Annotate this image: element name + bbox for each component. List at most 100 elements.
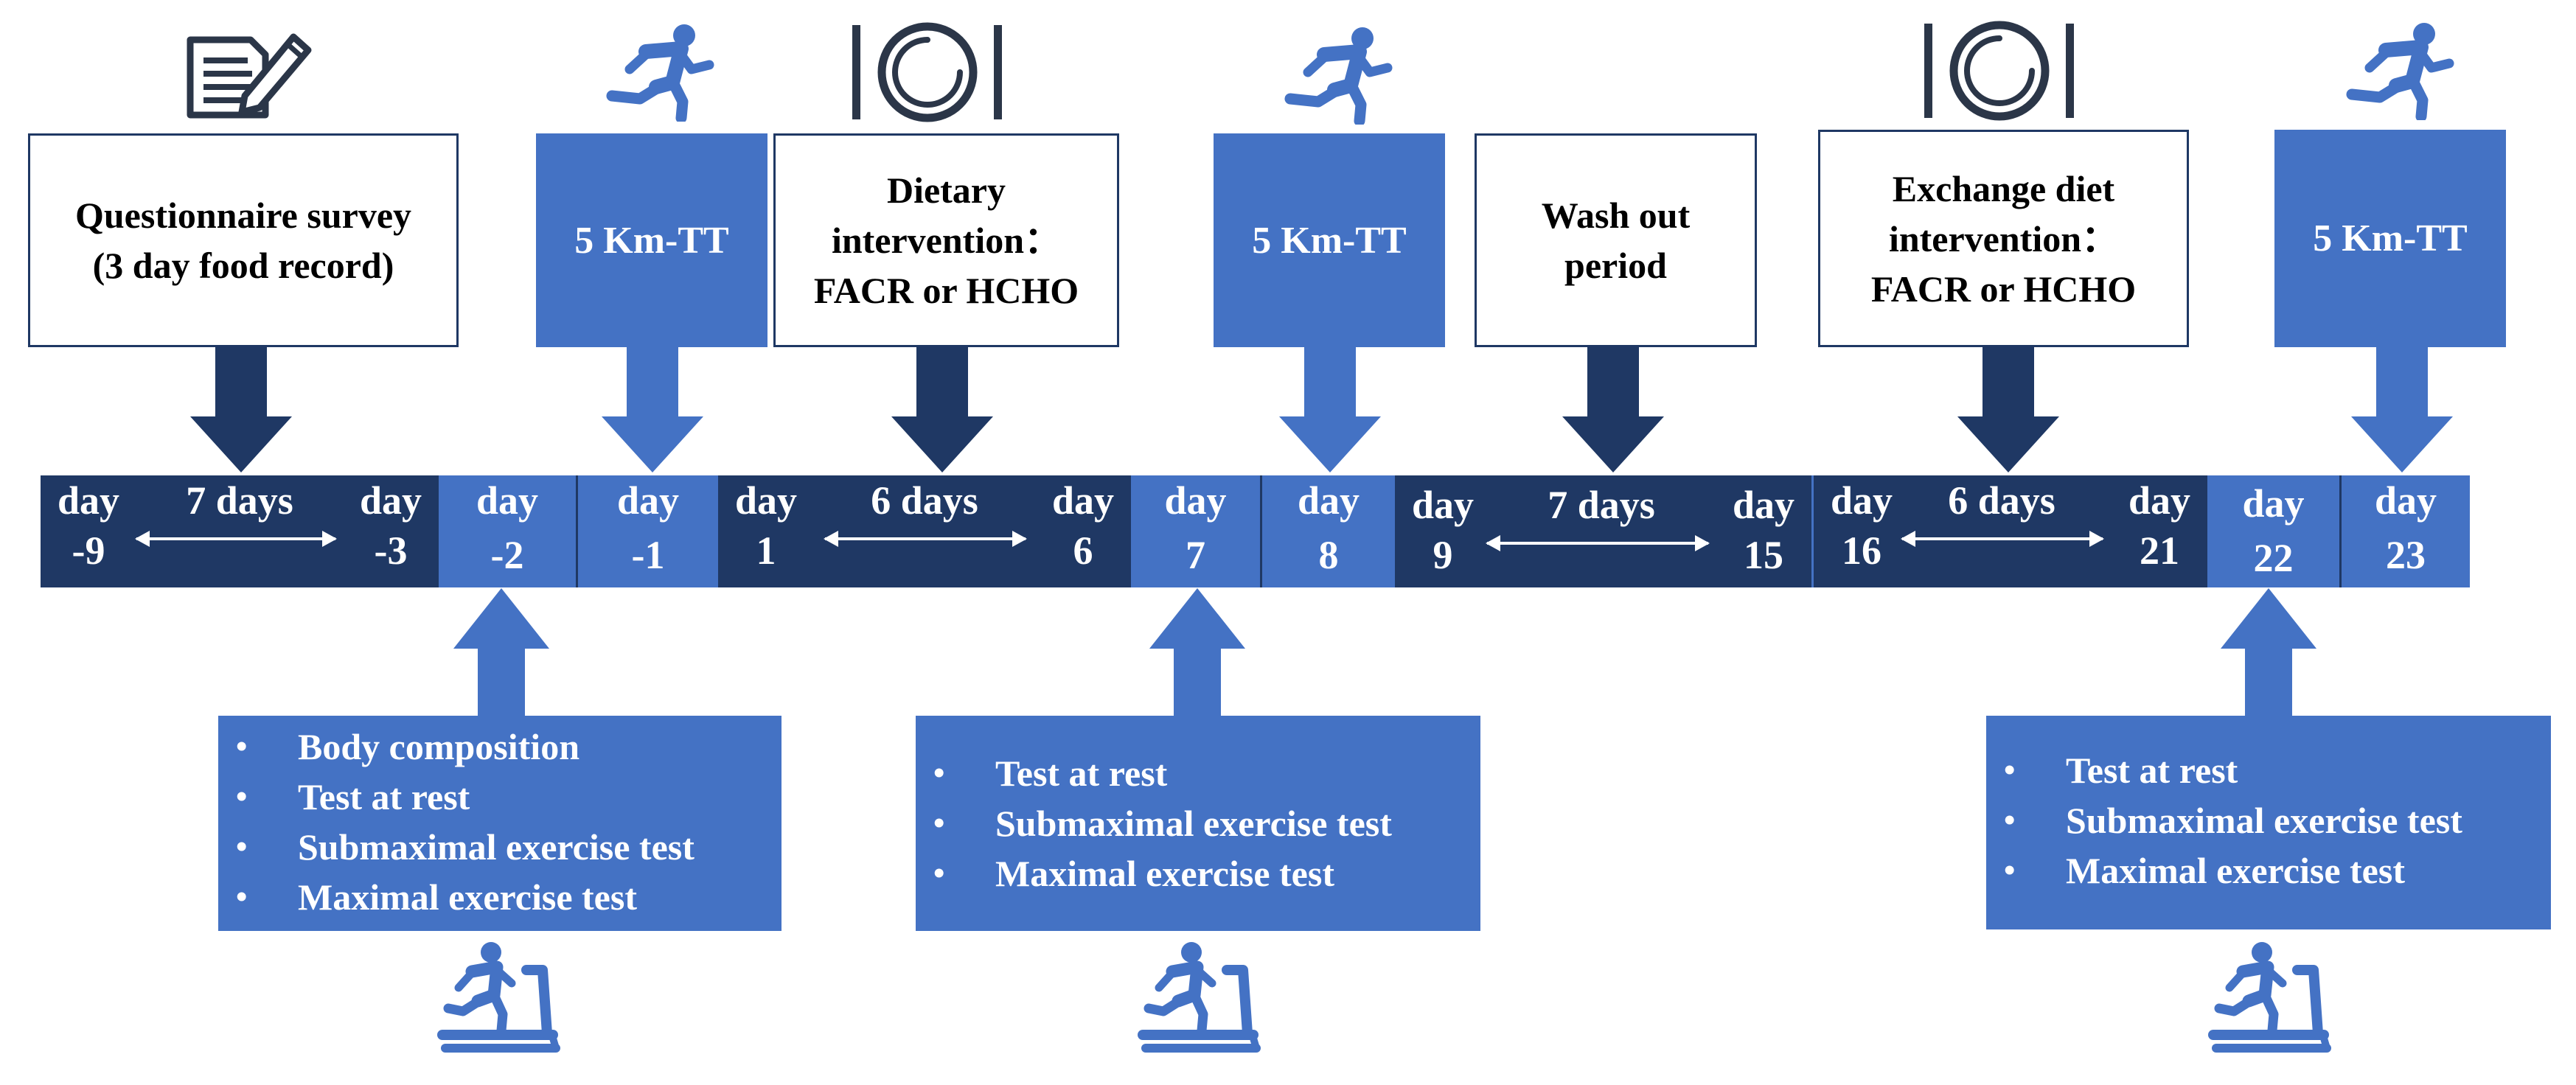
segment-left-top: day	[1830, 478, 1893, 523]
box-label-line: FACR or HCHO	[1870, 268, 2137, 310]
time-trial-box-label: 5 Km-TT	[1252, 219, 1406, 262]
box-label-line: intervention：	[831, 220, 1062, 261]
timeline-day-segment: day 7	[1131, 475, 1262, 587]
test-item: Maximal exercise test	[916, 848, 1480, 899]
segment-top: day	[1164, 478, 1227, 523]
segment-duration-label: 6 days	[871, 478, 978, 523]
double-arrow	[824, 531, 1027, 547]
test-item: Test at rest	[916, 748, 1480, 798]
dietary-intervention-box-label: Dietary intervention： FACR or HCHO	[814, 165, 1079, 315]
runner-icon	[606, 24, 714, 122]
runner-icon	[2346, 23, 2454, 120]
segment-left-top: day	[734, 478, 798, 523]
test-list: Test at restSubmaximal exercise testMaxi…	[1986, 716, 2551, 896]
exchange-diet-box: Exchange diet intervention： FACR or HCHO	[1818, 130, 2189, 347]
runner-icon	[1284, 27, 1393, 125]
questionnaire-document-icon	[187, 33, 312, 119]
segment-bottom: 23	[2386, 533, 2426, 577]
plate-fork-knife-icon	[852, 22, 1002, 122]
timeline-range-segment: day 1 6 days day 6	[718, 475, 1131, 587]
test-item: Test at rest	[1986, 745, 2551, 795]
test-item: Maximal exercise test	[218, 872, 781, 922]
segment-left-bottom: 9	[1433, 533, 1453, 577]
segment-duration-label: 7 days	[1548, 483, 1655, 527]
segment-right-top: day	[359, 478, 422, 523]
timeline-range-segment: day -9 7 days day -3	[41, 475, 439, 587]
washout-box: Wash out period	[1475, 133, 1757, 347]
test-box: Body compositionTest at restSubmaximal e…	[218, 716, 781, 931]
segment-bottom: 8	[1318, 533, 1339, 577]
segment-left-bottom: 1	[756, 528, 776, 573]
down-arrow	[602, 347, 703, 472]
box-label-line: Questionnaire survey	[74, 195, 412, 236]
segment-top: day	[1297, 478, 1360, 523]
down-arrow	[1279, 347, 1381, 472]
box-label-line: period	[1564, 245, 1667, 286]
exchange-diet-box-label: Exchange diet intervention： FACR or HCHO	[1871, 164, 2136, 314]
box-label-line: FACR or HCHO	[813, 270, 1079, 311]
plate-fork-knife-icon	[1924, 21, 2074, 121]
timeline-range-segment: day 16 6 days day 21	[1814, 475, 2207, 587]
segment-duration-label: 6 days	[1948, 478, 2055, 523]
questionnaire-box: Questionnaire survey (3 day food record)	[28, 133, 459, 347]
segment-duration-label: 7 days	[186, 478, 293, 523]
time-trial-box-label: 5 Km-TT	[2313, 217, 2467, 260]
questionnaire-box-label: Questionnaire survey (3 day food record)	[75, 190, 411, 290]
up-arrow	[453, 588, 549, 716]
washout-box-label: Wash out period	[1542, 190, 1690, 290]
test-list: Test at restSubmaximal exercise testMaxi…	[916, 716, 1480, 899]
segment-right-bottom: 6	[1073, 528, 1093, 573]
segment-left-bottom: 16	[1842, 528, 1881, 573]
timeline-day-segment: day -2	[439, 475, 578, 587]
segment-top: day	[616, 478, 680, 523]
box-label-line: (3 day food record)	[92, 245, 394, 286]
treadmill-runner-icon	[437, 942, 560, 1053]
treadmill-runner-icon	[2208, 942, 2331, 1053]
segment-right-bottom: -3	[374, 528, 408, 573]
up-arrow	[2221, 588, 2316, 716]
treadmill-runner-icon	[1138, 942, 1261, 1053]
dietary-intervention-box: Dietary intervention： FACR or HCHO	[773, 133, 1119, 347]
test-item: Test at rest	[218, 772, 781, 822]
segment-left-top: day	[1411, 483, 1475, 527]
segment-right-bottom: 21	[2140, 528, 2179, 573]
test-list: Body compositionTest at restSubmaximal e…	[218, 716, 781, 922]
segment-bottom: 22	[2253, 536, 2294, 580]
timeline-day-segment: day 23	[2342, 475, 2470, 587]
down-arrow	[2351, 347, 2453, 472]
segment-right-top: day	[1051, 478, 1115, 523]
box-label-line: intervention：	[1888, 217, 2119, 259]
box-label-line: 5 Km-TT	[574, 219, 729, 262]
segment-top: day	[2374, 478, 2437, 523]
box-label-line: Dietary	[886, 170, 1006, 211]
segment-right-top: day	[1732, 483, 1795, 527]
segment-right-bottom: 15	[1744, 533, 1783, 577]
segment-top: day	[476, 478, 539, 523]
time-trial-box: 5 Km-TT	[1214, 133, 1445, 347]
time-trial-box: 5 Km-TT	[536, 133, 767, 347]
down-arrow	[1957, 347, 2059, 472]
box-label-line: Exchange diet	[1892, 167, 2115, 209]
timeline-day-segment: day -1	[578, 475, 718, 587]
test-item: Submaximal exercise test	[218, 822, 781, 872]
timeline-day-segment: day 8	[1262, 475, 1395, 587]
segment-bottom: -1	[631, 533, 665, 577]
down-arrow	[190, 347, 292, 472]
double-arrow	[135, 531, 337, 547]
timeline-day-segment: day 22	[2207, 475, 2342, 587]
test-item: Body composition	[218, 722, 781, 772]
segment-left-top: day	[57, 478, 120, 523]
test-item: Maximal exercise test	[1986, 845, 2551, 896]
test-item: Submaximal exercise test	[916, 798, 1480, 848]
box-label-line: Wash out	[1541, 195, 1691, 236]
test-item: Submaximal exercise test	[1986, 795, 2551, 845]
test-box: Test at restSubmaximal exercise testMaxi…	[916, 716, 1480, 931]
box-label-line: 5 Km-TT	[2313, 217, 2468, 259]
test-box: Test at restSubmaximal exercise testMaxi…	[1986, 716, 2551, 929]
segment-top: day	[2242, 481, 2305, 526]
double-arrow	[1486, 535, 1710, 551]
segment-bottom: 7	[1186, 533, 1205, 577]
up-arrow	[1149, 588, 1245, 716]
timeline-range-segment: day 9 7 days day 15	[1395, 475, 1814, 587]
